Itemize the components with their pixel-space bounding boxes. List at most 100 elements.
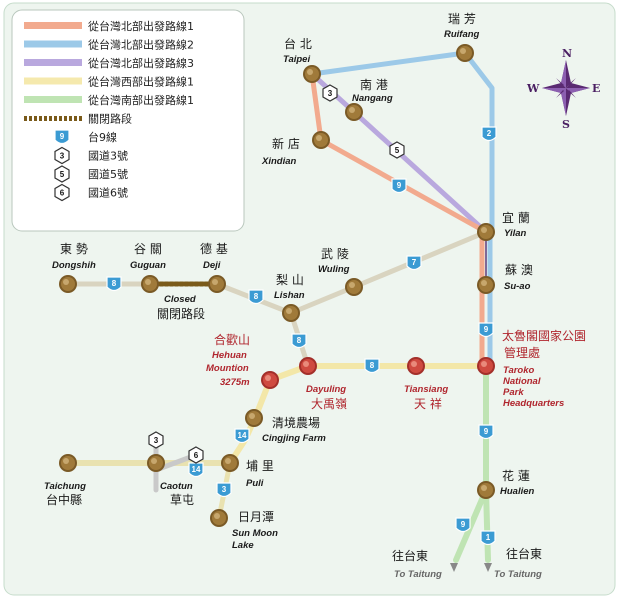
compass-e: E (592, 82, 600, 95)
node-ruifang[interactable] (456, 44, 474, 62)
label-dongshih-zh: 東 勢 (60, 241, 88, 256)
node-suao[interactable] (477, 276, 495, 294)
node-xindian[interactable] (312, 131, 330, 149)
label-tiansiang-en: Tiansiang (404, 384, 448, 395)
node-hualien[interactable] (477, 481, 495, 499)
svg-text:3: 3 (154, 436, 159, 445)
node-dongshih[interactable] (59, 275, 77, 293)
node-taichung[interactable] (59, 454, 77, 472)
svg-text:9: 9 (461, 520, 466, 529)
compass-w: W (526, 82, 540, 95)
compass-rose-icon: N S E W (526, 47, 600, 131)
node-cingjing[interactable] (245, 409, 263, 427)
legend: 從台灣北部出發路線1從台灣北部出發路線2從台灣北部出發路線3從台灣西部出發路線1… (11, 9, 245, 232)
legend-label: 關閉路段 (88, 112, 132, 126)
svg-text:9: 9 (484, 325, 489, 334)
svg-text:8: 8 (370, 361, 375, 370)
node-tiansiang[interactable] (407, 357, 425, 375)
node-lishan[interactable] (282, 304, 300, 322)
route-south1-hualien-taitung-e (483, 487, 491, 563)
legend-item: 9 台9線 (54, 129, 117, 145)
node-puli[interactable] (221, 454, 239, 472)
shield-freeway-icon: 5 (54, 165, 70, 183)
shield-route-8-icon: 8 (291, 333, 307, 349)
svg-text:6: 6 (194, 451, 199, 460)
shield-route-21-icon: 3 (216, 482, 232, 498)
legend-label: 國道5號 (88, 167, 128, 181)
arrow-to-taitung-e (484, 563, 492, 572)
label-lishan-en: Lishan (274, 290, 305, 301)
label-deji-en: Deji (203, 260, 221, 271)
shield-route-14-icon: 14 (188, 462, 204, 478)
label-taroko-en4: Headquarters (503, 398, 564, 409)
label-deji-zh: 德 基 (200, 241, 228, 256)
label-hehuan-en3: 3275m (220, 377, 250, 388)
label-taipei-en: Taipei (283, 54, 310, 65)
node-yilan[interactable] (477, 223, 495, 241)
shield-route-1-icon: 1 (480, 530, 496, 546)
shield-route-9-icon: 9 (391, 178, 407, 194)
svg-text:14: 14 (192, 465, 201, 474)
legend-item: 從台灣北部出發路線3 (24, 56, 194, 70)
label-dayuling-en: Dayuling (306, 384, 346, 395)
arrow-to-taitung-w (450, 563, 458, 572)
node-hehuan[interactable] (261, 371, 279, 389)
node-guguan[interactable] (141, 275, 159, 293)
legend-item: 從台灣北部出發路線1 (24, 19, 194, 33)
svg-text:7: 7 (412, 258, 417, 267)
label-sunmoon-zh: 日月潭 (238, 510, 274, 524)
label-hehuan-en2: Mountion (206, 363, 249, 374)
label-guguan-en: Guguan (130, 260, 166, 271)
label-cingjing-en: Cingjing Farm (262, 433, 326, 444)
svg-text:9: 9 (397, 181, 402, 190)
legend-label: 台9線 (88, 130, 117, 144)
node-wuling[interactable] (345, 278, 363, 296)
shield-route-7-icon: 7 (406, 255, 422, 271)
svg-text:14: 14 (238, 431, 247, 440)
shield-route-2-icon: 2 (481, 126, 497, 142)
label-wuling-zh: 武 陵 (321, 247, 349, 261)
label-tiansiang-zh: 天 祥 (414, 397, 442, 411)
node-deji[interactable] (208, 275, 226, 293)
svg-text:8: 8 (254, 292, 259, 301)
label-guguan-zh: 谷 關 (134, 242, 162, 256)
legend-swatch (24, 22, 82, 29)
legend-item: 關閉路段 (24, 112, 132, 126)
svg-text:5: 5 (60, 170, 65, 179)
legend-label: 從台灣南部出發路線1 (88, 93, 194, 107)
label-sunmoon-en1: Sun Moon (232, 528, 278, 539)
svg-text:2: 2 (487, 129, 492, 138)
node-dayuling[interactable] (299, 357, 317, 375)
label-puli-en: Puli (246, 478, 264, 489)
shield-freeway-icon: 6 (54, 183, 70, 202)
label-dayuling-zh: 大禹嶺 (311, 397, 347, 411)
legend-item: 從台灣西部出發路線1 (24, 75, 194, 89)
node-sunmoon[interactable] (210, 509, 228, 527)
node-caotun[interactable] (147, 454, 165, 472)
node-taipei[interactable] (303, 65, 321, 83)
label-puli-zh: 埔 里 (246, 459, 274, 473)
label-taichung-en: Taichung (44, 481, 86, 492)
label-yilan-en: Yilan (504, 228, 527, 239)
legend-swatch (24, 77, 82, 85)
node-taroko[interactable] (477, 357, 495, 375)
label-taitung-e-en: To Taitung (494, 569, 542, 580)
label-caotun-zh: 草屯 (170, 493, 194, 507)
shield-route-9-icon: 9 (478, 322, 494, 338)
label-lishan-zh: 梨 山 (276, 273, 304, 287)
node-nangang[interactable] (345, 103, 363, 121)
place-labels: 台 北 Taipei 瑞 芳 Ruifang 南 港 Nangang 新 店 X… (44, 12, 586, 580)
legend-label: 從台灣北部出發路線1 (88, 19, 194, 33)
shield-freeway-3-icon: 3 (148, 431, 164, 449)
label-nangang-zh: 南 港 (360, 77, 388, 92)
shield-freeway-5-icon: 5 (389, 141, 405, 159)
svg-text:9: 9 (484, 427, 489, 436)
legend-swatch (24, 59, 82, 66)
shield-freeway-icon: 3 (54, 146, 70, 165)
svg-text:3: 3 (60, 152, 65, 161)
label-taroko-zh2: 管理處 (504, 345, 540, 360)
shield-route-9-icon: 9 (54, 129, 70, 145)
route-west1-puli-hehuan (227, 377, 273, 466)
